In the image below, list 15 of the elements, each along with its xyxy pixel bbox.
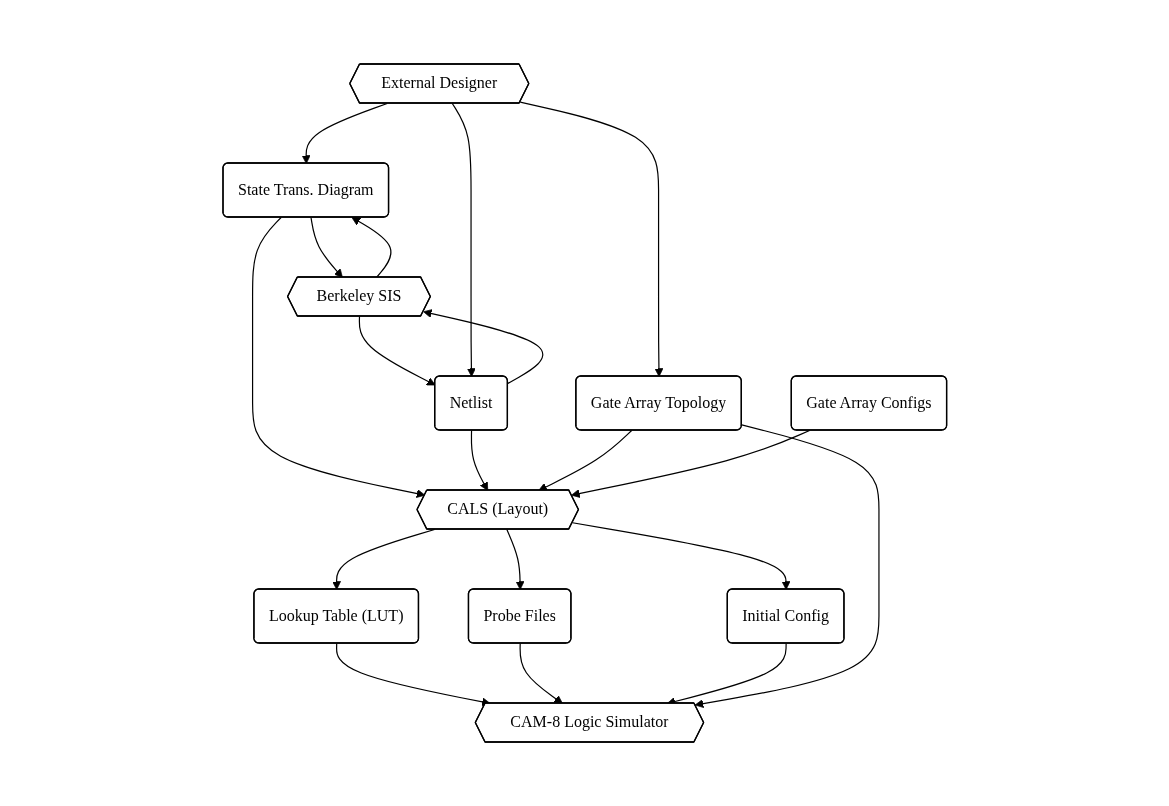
arrow [331,528,435,590]
arrow [519,642,563,704]
arrow [301,102,388,164]
arrow [519,101,664,377]
arrow [694,424,880,708]
arrow [351,217,392,279]
arrow [422,309,543,384]
arrow [538,429,632,491]
arrow [571,522,791,590]
arrow [570,429,810,498]
arrow [310,216,343,278]
arrow [505,528,525,590]
arrow [451,102,476,377]
arrow [470,429,488,491]
arrow [251,216,425,498]
